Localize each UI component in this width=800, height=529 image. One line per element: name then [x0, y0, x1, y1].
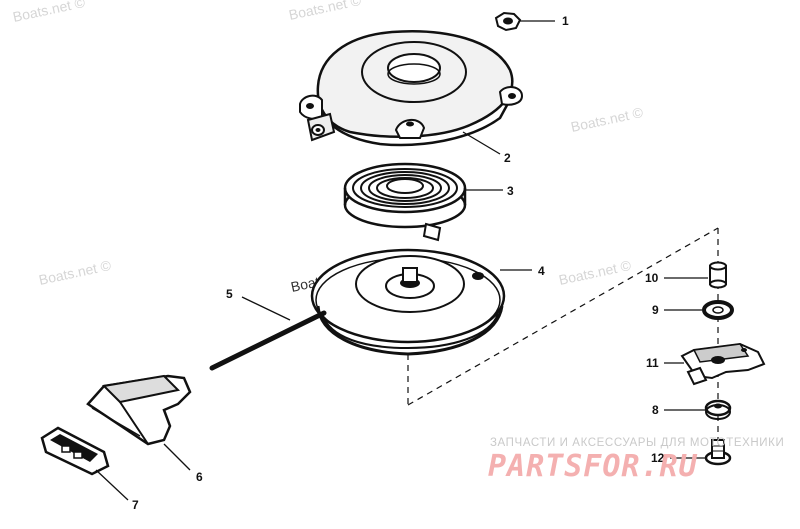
- pawl-part: [680, 342, 766, 386]
- callout-8: 8: [652, 403, 659, 417]
- callout-3: 3: [507, 184, 514, 198]
- watermark: Boats.net ©: [37, 257, 113, 288]
- callout-7: 7: [132, 498, 139, 512]
- callout-2: 2: [504, 151, 511, 165]
- spacer-part: [709, 261, 727, 289]
- callout-1: 1: [562, 14, 569, 28]
- callout-12: 12: [651, 451, 665, 465]
- starter-handle-part: [86, 374, 192, 446]
- pulley-part: [310, 248, 506, 356]
- callout-10: 10: [645, 271, 659, 285]
- recoil-spring-part: [343, 162, 467, 242]
- leader-lines: [95, 20, 708, 501]
- callout-11: 11: [646, 356, 659, 370]
- callout-9: 9: [652, 303, 659, 317]
- nut-part: [494, 11, 522, 32]
- spring-washer-part: [702, 300, 734, 320]
- watermark: Boats.net ©: [11, 0, 87, 25]
- starter-rope-part: [209, 310, 327, 371]
- starter-housing-part: [299, 30, 524, 147]
- callout-5: 5: [226, 287, 233, 301]
- brand-tagline: ЗАПЧАСТИ И АКСЕССУАРЫ ДЛЯ МОТОТЕХНИКИ: [490, 437, 785, 449]
- callout-4: 4: [538, 264, 545, 278]
- rope-insert-part: [40, 426, 110, 476]
- callout-6: 6: [196, 470, 203, 484]
- washer-part: [704, 399, 732, 420]
- brand-logo: PARTSFOR.RU: [488, 449, 698, 484]
- watermark: Boats.net ©: [287, 0, 363, 23]
- watermark: Boats.net ©: [569, 104, 645, 135]
